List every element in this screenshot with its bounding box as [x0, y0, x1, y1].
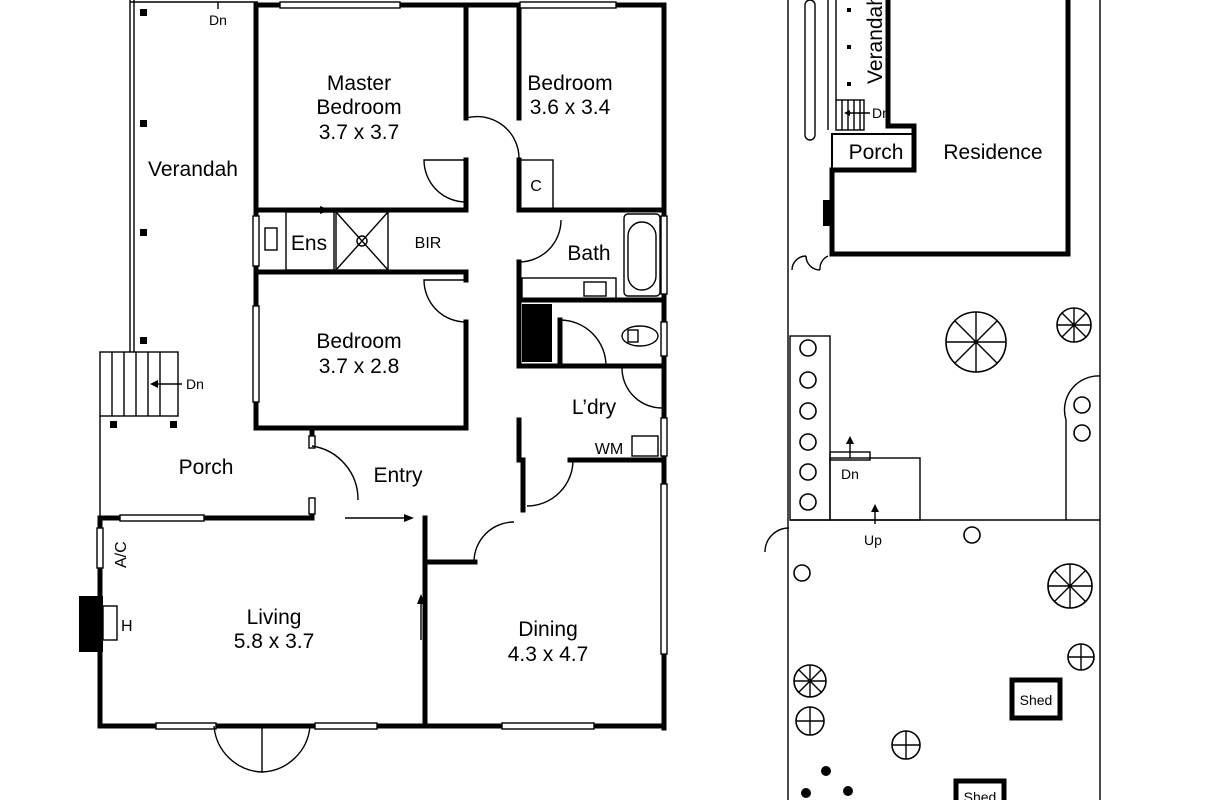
cupboard-label: C: [530, 178, 542, 195]
bath-label: Bath: [567, 242, 610, 265]
air-con-label: A/C: [113, 541, 130, 568]
garden-trees: [793, 307, 1095, 798]
bedroom-1-size: 3.6 x 3.4: [530, 96, 611, 119]
dining-size: 4.3 x 4.7: [508, 643, 589, 666]
shed-1-label: Shed: [1020, 692, 1053, 708]
dining-label: Dining: [518, 618, 578, 641]
ensuite-label: Ens: [291, 232, 327, 255]
windows: [96, 1, 668, 730]
site-down-label: Dn: [872, 105, 890, 121]
shed-2-label: Shed: [964, 789, 997, 800]
heater-label: H: [121, 618, 133, 635]
living-size: 5.8 x 3.7: [234, 630, 315, 653]
doors: [213, 115, 663, 773]
master-bedroom-label-line2: Bedroom: [316, 96, 401, 119]
bedroom-2-label: Bedroom: [316, 330, 401, 353]
verandah-outline: [129, 0, 258, 352]
master-bedroom-size: 3.7 x 3.7: [319, 121, 400, 144]
verandah-steps: [99, 351, 182, 520]
living-label: Living: [247, 606, 302, 629]
steps-down-label: Dn: [186, 376, 204, 392]
verandah-down-label: Dn: [209, 12, 227, 28]
living-fixtures: [79, 514, 425, 652]
entry-label: Entry: [373, 464, 423, 487]
porch-label: Porch: [179, 456, 234, 479]
bedroom-1-label: Bedroom: [527, 72, 612, 95]
site-verandah-label: Verandah: [864, 0, 887, 84]
laundry-label: L’dry: [572, 396, 617, 419]
site-steps-down-label: Dn: [841, 466, 859, 482]
washing-machine-label: WM: [595, 441, 623, 458]
site-residence-label: Residence: [943, 141, 1042, 164]
site-plan: Verandah Dn Porch Residence Dn Up Shed S…: [764, 0, 1101, 800]
verandah-label: Verandah: [148, 158, 238, 181]
site-porch-label: Porch: [849, 141, 904, 164]
main-house-plan: Master Bedroom 3.7 x 3.7 Bedroom 3.6 x 3…: [79, 0, 668, 773]
site-steps-up-label: Up: [864, 532, 882, 548]
master-bedroom-label-line1: Master: [327, 72, 391, 95]
ensuite-fixtures: [264, 206, 389, 271]
bath-fixtures: [521, 213, 661, 457]
bedroom-2-size: 3.7 x 2.8: [319, 355, 400, 378]
bir-label: BIR: [415, 235, 442, 252]
